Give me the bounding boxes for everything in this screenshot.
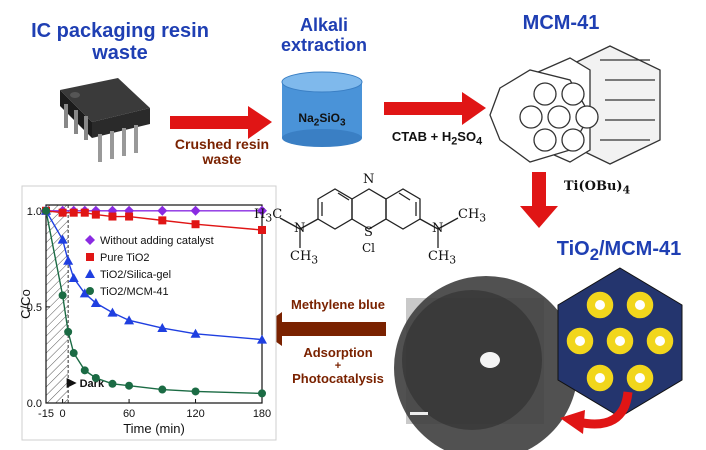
x-tick-label: -15: [38, 408, 54, 420]
data-point: [42, 206, 50, 215]
legend-marker: [86, 253, 94, 261]
data-point: [63, 255, 74, 265]
dark-arrow-icon: [66, 378, 77, 388]
molecule-ch3-left: CH3: [290, 249, 319, 267]
legend-marker: [85, 235, 95, 245]
sodium-silicate-label: Na2SiO3: [298, 111, 346, 129]
tio2-mcm41-label: TiO2/MCM-41: [556, 238, 682, 264]
data-point: [257, 205, 267, 216]
data-point: [157, 205, 168, 216]
molecule-ch3-right-bottom: CH3: [428, 249, 457, 267]
data-point: [91, 210, 100, 219]
plus-label: +: [334, 360, 342, 372]
data-point: [69, 208, 78, 217]
x-axis-label: Time (min): [123, 421, 185, 436]
data-point: [58, 208, 67, 217]
molecule-n-top: N: [363, 172, 375, 187]
data-point: [91, 374, 100, 383]
x-tick-label: 180: [253, 408, 271, 420]
data-point: [107, 307, 118, 317]
data-point: [258, 225, 266, 234]
photocatalysis-label: Photocatalysis: [292, 371, 384, 386]
data-point: [64, 327, 73, 336]
molecule-n-left: N: [294, 221, 306, 236]
mcm41-structure-icon: [489, 45, 661, 165]
data-point: [257, 334, 267, 344]
data-point: [258, 389, 266, 398]
y-tick-label: 1.0: [27, 206, 42, 218]
legend-marker: [86, 287, 94, 295]
tem-micrograph-image: [394, 276, 578, 450]
data-point: [158, 385, 167, 394]
series-line: [45, 210, 263, 231]
ic-packaging-label: IC packaging resin waste: [31, 20, 209, 64]
arrow-to-mcm41-icon: [384, 92, 486, 125]
data-point: [79, 288, 90, 298]
y-tick-label: 0.0: [27, 398, 42, 410]
dark-label: Dark: [80, 378, 105, 390]
crushed-resin-label: Crushed resin waste: [174, 136, 270, 168]
legend-marker: [85, 269, 95, 278]
curved-arrow-icon: [560, 391, 633, 434]
x-tick-label: 0: [60, 408, 66, 420]
arrow-down-icon: [520, 172, 558, 228]
ti-obu-label: Ti(OBu)4: [563, 179, 631, 197]
data-point: [191, 387, 200, 396]
legend-label: TiO2/Silica-gel: [100, 269, 171, 281]
alkali-extraction-label: Alkali extraction: [280, 15, 368, 55]
data-point: [124, 315, 135, 325]
ic-chip-icon: [60, 78, 150, 162]
molecule-s: S: [364, 225, 373, 240]
molecule-cl: Cl: [362, 241, 376, 255]
data-point: [190, 205, 201, 216]
data-point: [125, 381, 134, 390]
methylene-blue-label: Methylene blue: [291, 297, 385, 312]
x-tick-label: 60: [123, 408, 135, 420]
molecule-h3c: H3C: [254, 207, 283, 225]
data-point: [90, 298, 101, 308]
data-point: [80, 208, 89, 217]
y-axis-label: C/Co: [18, 289, 33, 319]
ctab-label: CTAB + H2SO4: [391, 129, 483, 148]
data-point: [108, 379, 117, 388]
molecule-ch3-right-top: CH3: [458, 207, 487, 225]
data-point: [158, 216, 167, 225]
data-point: [80, 366, 89, 375]
mcm41-label: MCM-41: [522, 12, 600, 34]
legend-label: TiO2/MCM-41: [100, 286, 169, 298]
data-point: [69, 349, 78, 358]
data-point: [68, 273, 79, 283]
legend-label: Pure TiO2: [100, 252, 150, 264]
plot-frame: [45, 204, 263, 404]
data-point: [108, 212, 117, 221]
data-point: [57, 234, 68, 244]
data-point: [157, 323, 168, 333]
arrow-to-extraction-icon: [170, 106, 272, 139]
data-point: [58, 291, 67, 300]
dark-region: [46, 205, 69, 403]
adsorption-label: Adsorption: [303, 345, 373, 360]
y-tick-label: 0.5: [27, 302, 42, 314]
x-tick-label: 120: [186, 408, 204, 420]
sodium-silicate-cylinder-icon: [281, 71, 363, 147]
data-point: [125, 212, 134, 221]
molecule-n-right: N: [432, 221, 444, 236]
methylene-blue-molecule-icon: [279, 188, 459, 248]
data-point: [191, 220, 200, 229]
data-point: [190, 328, 201, 338]
legend-label: Without adding catalyst: [100, 235, 214, 247]
